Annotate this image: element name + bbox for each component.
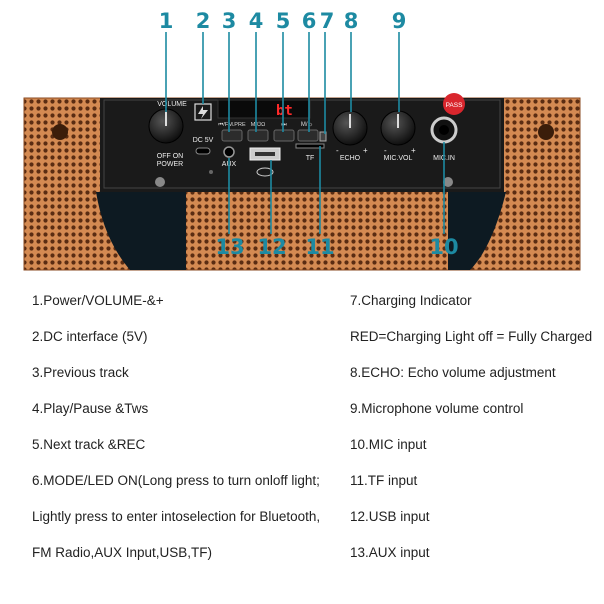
speaker-panel-figure: bt VOLUME OFF ON POWER DC 5V ⏮/FM.PRE M/… [0,0,604,272]
callout-11: 11 [305,235,335,259]
legend-right-4: 9.Microphone volume control [350,401,524,416]
mode-button[interactable] [297,129,319,142]
legend-left-7: Lightly press to enter intoselection for… [32,509,321,524]
legend-right-1: 7.Charging Indicator [350,293,472,308]
legend-right-7: 12.USB input [350,509,430,524]
legend-left-3: 3.Previous track [32,365,129,380]
prev-track-button[interactable] [221,129,243,142]
callout-10: 10 [429,235,459,259]
callout-2: 2 [195,9,211,33]
callout-3: 3 [221,9,237,33]
svg-text:+: + [411,146,416,155]
legend-right-6: 11.TF input [350,473,418,488]
legend-left-6: 6.MODE/LED ON(Long press to turn onloff … [32,473,320,488]
next-track-button[interactable] [273,129,295,142]
svg-text:-: - [336,146,339,155]
power-label: POWER [157,161,183,168]
callout-9: 9 [391,9,407,33]
legend-left-2: 2.DC interface (5V) [32,329,148,344]
legend-left-8: FM Radio,AUX Input,USB,TF) [32,545,213,560]
display-text: bt [276,103,293,119]
aux-port[interactable] [223,146,235,158]
callout-7: 7 [319,9,335,33]
btn2-label: M/⏻Ω [251,121,266,128]
dc-label: DC 5V [193,137,214,144]
led-display [217,99,311,119]
btn3-label: ⏭ [281,122,287,128]
pass-badge [443,93,465,115]
svg-text:-: - [384,146,387,155]
legend-left-1: 1.Power/VOLUME-&+ [32,293,164,308]
legend-right-2: RED=Charging Light off = Fully Charged [350,329,593,344]
legend-left-5: 5.Next track &REC [32,437,146,452]
echo-label: ECHO [340,155,361,162]
charging-indicator [319,131,327,142]
svg-text:+: + [363,146,368,155]
play-pause-button[interactable] [247,129,269,142]
legend-right-5: 10.MIC input [350,437,427,452]
callout-8: 8 [343,9,359,33]
tf-label: TF [306,155,315,162]
callout-5: 5 [275,9,291,33]
usb-icon [256,167,274,177]
off-on-label: OFF ON [157,153,183,160]
tf-slot[interactable] [295,143,325,149]
legend-left-4: 4.Play/Pause &Tws [32,401,149,416]
screw-left [52,124,68,140]
volume-label: VOLUME [157,101,187,108]
callout-13: 13 [215,235,245,259]
callout-1: 1 [158,9,174,33]
callout-12: 12 [257,235,287,259]
mic-vol-label: MIC.VOL [384,155,413,162]
leader-lines [165,32,445,234]
pass-text: PASS [446,102,464,109]
legend-right-8: 13.AUX input [350,545,430,560]
callout-4: 4 [248,9,264,33]
screw-right [538,124,554,140]
speaker-panel-illustration: bt VOLUME OFF ON POWER DC 5V ⏮/FM.PRE M/… [23,32,581,271]
dc-port[interactable] [195,147,211,155]
btn4-label: M/☼ [301,122,313,128]
callout-6: 6 [301,9,317,33]
legend-right-3: 8.ECHO: Echo volume adjustment [350,365,556,380]
btn1-label: ⏮/FM.PRE [218,122,246,128]
panel-recess [96,192,506,270]
